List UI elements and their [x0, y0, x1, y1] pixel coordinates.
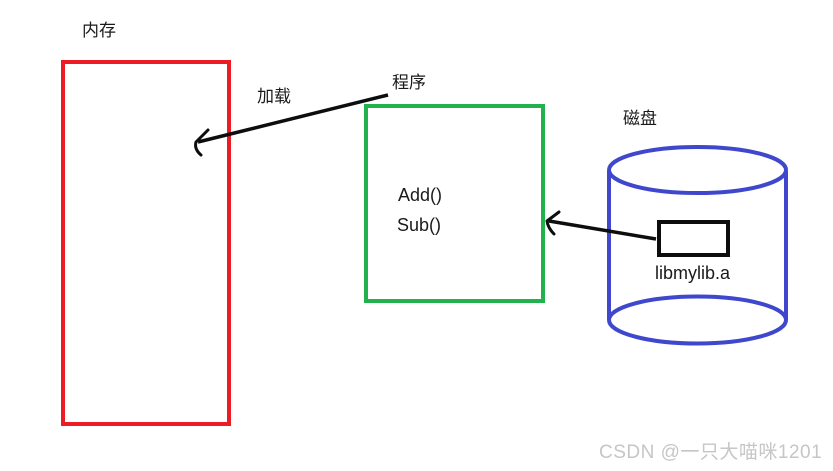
- load-arrow-label: 加载: [257, 87, 291, 106]
- link-arrow-head: [545, 210, 561, 236]
- program-label: 程序: [392, 73, 426, 92]
- csdn-watermark: CSDN @一只大喵咪1201: [599, 442, 823, 463]
- memory-label: 内存: [82, 21, 116, 40]
- load-arrow: [194, 93, 389, 157]
- load-arrow-line: [197, 93, 389, 144]
- disk-cylinder-top: [607, 145, 788, 195]
- link-arrow-line: [548, 219, 657, 241]
- program-function-sub: Sub(): [397, 215, 442, 235]
- program-box: [364, 104, 545, 303]
- disk-label: 磁盘: [623, 109, 657, 128]
- program-function-add: Add(): [398, 185, 443, 205]
- memory-box: [61, 60, 231, 426]
- link-arrow: [545, 210, 657, 241]
- library-label: libmylib.a: [655, 263, 731, 283]
- disk-cylinder: [607, 145, 788, 346]
- library-box: [657, 220, 730, 257]
- disk-cylinder-bottom: [607, 294, 788, 346]
- load-arrow-head: [194, 128, 210, 157]
